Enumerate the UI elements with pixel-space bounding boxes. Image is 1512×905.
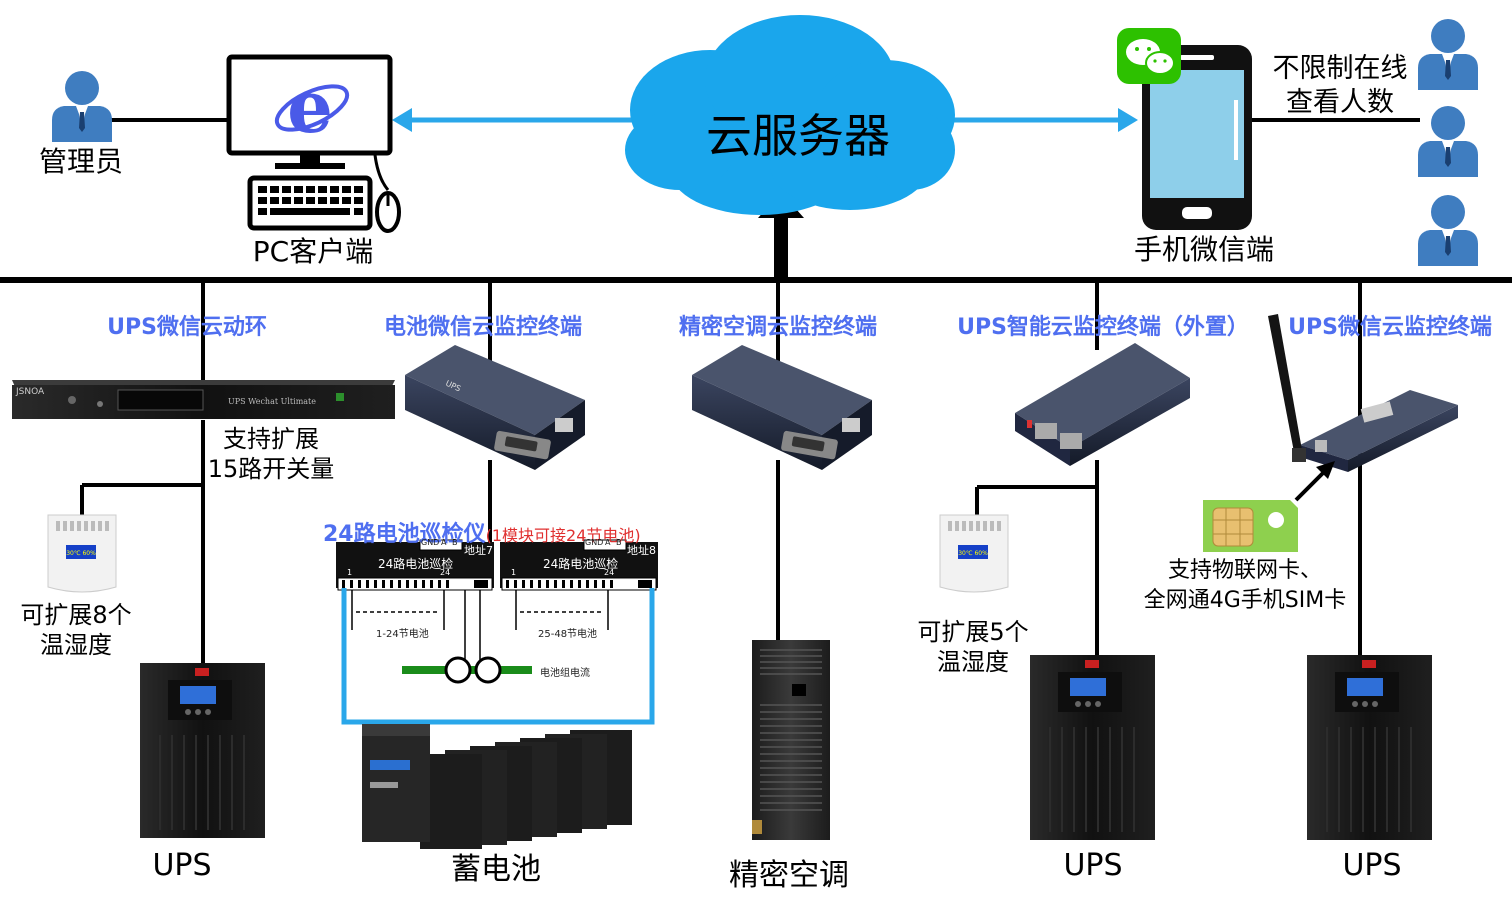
svg-text:30℃ 60%: 30℃ 60%: [958, 550, 988, 557]
sim-card-icon: [1203, 500, 1298, 552]
svg-text:30℃ 60%: 30℃ 60%: [66, 550, 96, 557]
cloud-icon: [625, 15, 955, 215]
admin-label: 管理员: [38, 145, 124, 178]
battery-inspector-module-1: [336, 539, 494, 591]
unlimited-viewers-label: 不限制在线 查看人数: [1272, 53, 1408, 118]
person-icon: [1418, 19, 1478, 90]
module1-pin-last: 24: [440, 568, 451, 577]
module2-range: 25-48节电池: [538, 629, 598, 640]
sim-arrow-head: [1316, 461, 1335, 479]
terminal-box-icon: [692, 345, 872, 470]
wechat-icon: [1117, 28, 1181, 84]
pin-b-2: B: [616, 538, 622, 547]
battery-inspector-title: 24路电池巡检仪(1模块可接24节电池): [323, 516, 641, 548]
right-sensor-note: 可扩展5个 温湿度: [917, 618, 1029, 676]
uplink-arrow-shaft: [774, 215, 788, 280]
switch-expansion-note: 支持扩展 15路开关量: [207, 425, 335, 483]
pin-gnd: GND: [421, 538, 440, 547]
left-sensor-note: 可扩展8个 温湿度: [20, 601, 132, 659]
svg-text:JSNOA: JSNOA: [15, 387, 45, 397]
module2-label: 24路电池巡检: [543, 557, 619, 571]
phone-wechat-label: 手机微信端: [1133, 233, 1275, 266]
person-icon: [52, 71, 112, 142]
pc-client-label: PC客户端: [252, 235, 374, 268]
terminal-box-icon: [1015, 343, 1190, 466]
arrow-to-pc-head: [392, 108, 412, 132]
pin-a-2: A: [605, 538, 611, 547]
ups-label-3: UPS: [1342, 848, 1402, 883]
ups-smart-ext-title: UPS智能云监控终端（外置）: [957, 315, 1249, 340]
current-sensor-icon: [474, 656, 502, 684]
pin-b: B: [452, 538, 458, 547]
arrow-to-phone-head: [1118, 108, 1138, 132]
ups-label-2: UPS: [1063, 848, 1123, 883]
module1-pin-first: 1: [347, 568, 353, 577]
rack-unit-icon: JSNOA UPS Wechat Ultimate: [12, 380, 395, 419]
sense-wiring: [351, 590, 609, 665]
antenna-icon: [1268, 314, 1306, 462]
module1-range: 1-24节电池: [376, 629, 429, 640]
person-icon: [1418, 195, 1478, 266]
battery-current-label: 电池组电流: [540, 668, 590, 679]
module1-label: 24路电池巡检: [378, 557, 454, 571]
ie-logo-icon: e: [274, 64, 350, 149]
air-conditioner-icon: [752, 640, 830, 840]
sim-support-note: 支持物联网卡、 全网通4G手机SIM卡: [1143, 558, 1347, 613]
battery-inspector-name: 24路电池巡检仪: [323, 522, 486, 547]
battery-label: 蓄电池: [451, 852, 541, 887]
battery-bus-loop: [341, 588, 655, 725]
current-sensor-icon: [444, 656, 472, 684]
cloud-server-label: 云服务器: [706, 109, 890, 163]
module2-pin-first: 1: [511, 568, 517, 577]
phone-icon: [1142, 45, 1252, 230]
pin-a: A: [441, 538, 447, 547]
ups-wechat-title: UPS微信云监控终端: [1288, 315, 1492, 340]
main-bus-line: [0, 277, 1512, 283]
battery-terminal-title: 电池微信云监控终端: [383, 315, 583, 340]
battery-inspector-note: (1模块可接24节电池): [485, 526, 641, 545]
module1-address: 地址7: [464, 544, 493, 557]
sim-arrow: [1294, 468, 1328, 502]
ups-icon: [140, 663, 265, 838]
terminal-box-icon: UPS: [405, 345, 585, 470]
ac-terminal-title: 精密空调云监控终端: [678, 315, 878, 340]
pc-monitor-icon: [226, 54, 393, 169]
module2-address: 地址8: [627, 544, 656, 557]
drop-lines: [80, 118, 1420, 668]
keyboard-icon: [247, 175, 373, 231]
module2-pin-last: 24: [604, 568, 615, 577]
pin-gnd-2: GND: [585, 538, 604, 547]
battery-inspector-module-2: [500, 539, 658, 591]
ups-icon: [1307, 655, 1432, 840]
ups-label-1: UPS: [152, 848, 212, 883]
temp-humidity-sensor-icon: 30℃ 60%: [939, 514, 1009, 593]
temp-humidity-sensor-icon: 30℃ 60%: [47, 514, 117, 593]
svg-text:UPS Wechat Ultimate: UPS Wechat Ultimate: [228, 397, 316, 406]
precision-ac-label: 精密空调: [729, 858, 849, 893]
ups-icon: [1030, 655, 1155, 840]
person-icon: [1418, 106, 1478, 177]
battery-icon: [362, 724, 632, 849]
svg-text:e: e: [287, 64, 333, 149]
mouse-icon: [373, 154, 401, 233]
ups-ring-title: UPS微信云动环: [107, 315, 267, 340]
terminal-box-icon: [1300, 390, 1458, 472]
